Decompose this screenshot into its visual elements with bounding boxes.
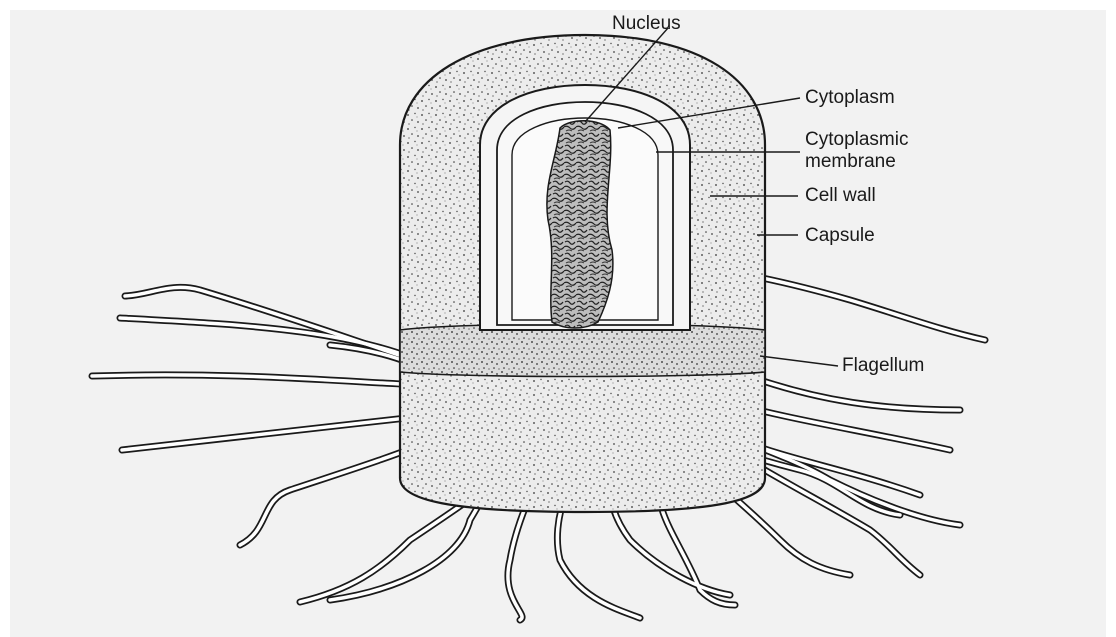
label-cytoplasm: Cytoplasm: [805, 88, 895, 108]
nucleus-body: [547, 121, 613, 328]
label-cell-wall: Cell wall: [805, 186, 876, 206]
label-flagellum: Flagellum: [842, 356, 924, 376]
label-cytoplasmic-membrane-line1: Cytoplasmic: [805, 130, 908, 150]
label-capsule: Capsule: [805, 226, 875, 246]
label-cytoplasmic-membrane-line2: membrane: [805, 152, 896, 172]
label-nucleus: Nucleus: [612, 14, 681, 34]
cut-section: [400, 324, 765, 377]
